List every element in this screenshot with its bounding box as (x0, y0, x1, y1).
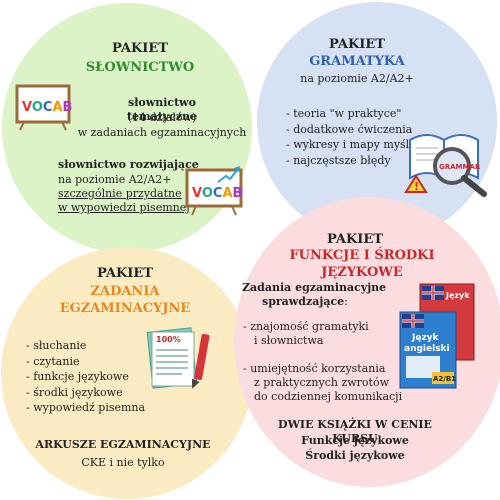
functions-item-1b: i słownictwa (254, 334, 324, 347)
exam-title-line-1: ZADANIA (90, 284, 160, 299)
grammar-magnifier-label: GRAMMAR (439, 163, 481, 171)
grammar-feature-item: - najczęstsze błędy (286, 153, 391, 167)
svg-text:Język: Język (445, 291, 470, 300)
grammar-pakiet-label: PAKIET (329, 37, 385, 52)
developing-vocab-note-2: w wypowiedzi pisemnej (58, 201, 190, 214)
exam-sheets-heading: ARKUSZE EGZAMINACYJNE (35, 438, 211, 451)
exam-skill-item: - czytanie (26, 354, 80, 368)
grammar-magnifier-book-icon: GRAMMAR ! (404, 134, 487, 197)
svg-text:VOCAB: VOCAB (22, 100, 72, 115)
vocab-growth-board-icon: VOCAB (185, 166, 243, 216)
exam-tasks-circle (1, 247, 253, 499)
exam-test-score: 100% (156, 335, 181, 344)
exam-title-line-2: EGZAMINACYJNE (59, 301, 191, 316)
functions-item-1a: - znajomość gramatyki (243, 320, 369, 333)
functions-intro-1: Zadania egzaminacyjne (242, 281, 387, 294)
developing-vocab-heading: słownictwo rozwijające (58, 158, 199, 171)
developing-vocab-note-1: szczególnie przydatne (58, 187, 182, 200)
exam-skill-item: - środki językowe (26, 385, 123, 399)
grammar-level: na poziomie A2/A2+ (300, 72, 414, 85)
books-offer-title-2: Środki językowe (305, 449, 405, 462)
vocabulary-pakiet-label: PAKIET (112, 41, 168, 56)
book-cover-level: A2/B1 (433, 375, 456, 383)
books-offer-heading: DWIE KSIĄŻKI W CENIE KURSU (278, 418, 432, 445)
exam-skills-list: - słuchanie - czytanie - funkcje językow… (26, 338, 145, 416)
svg-text:!: ! (414, 180, 419, 193)
grammar-feature-item: - wykresy i mapy myśli (286, 138, 413, 151)
grammar-feature-list: - teoria "w praktyce" - dodatkowe ćwicze… (286, 106, 413, 168)
functions-title: FUNKCJE I ŚRODKI JĘZYKOWE (289, 248, 435, 280)
exam-skill-item: - wypowiedź pisemna (26, 401, 146, 414)
exam-skill-item: - funkcje językowe (26, 370, 129, 383)
functions-intro-2: sprawdzające (262, 295, 345, 308)
grammar-feature-item: - teoria "w praktyce" (286, 107, 402, 120)
vocabulary-title: SŁOWNICTWO (85, 60, 195, 75)
books-offer-title-1: Funkcje językowe (301, 434, 409, 447)
thematic-vocab-heading: słownictwo tematyczne (126, 96, 198, 123)
exam-test-paper-icon: 100% (146, 327, 210, 389)
exam-sheets-sub: CKE i nie tylko (81, 456, 165, 469)
book-cover-title-1: Język (411, 333, 440, 343)
functions-intro-colon: : (344, 295, 348, 308)
vocab-board-icon: VOCAB (15, 84, 72, 131)
functions-item-2c: do codziennej komunikacji (254, 390, 403, 403)
thematic-vocab-count: (14 działów) (127, 111, 197, 124)
thematic-vocab-desc: w zadaniach egzaminacyjnych (77, 126, 247, 139)
svg-text:VOCAB: VOCAB (192, 186, 242, 201)
english-books-cover-icon: Język Język angielski A2/B1 (399, 283, 475, 389)
developing-vocab-level: na poziomie A2/A2+ (58, 173, 172, 186)
functions-pakiet-label: PAKIET (327, 232, 383, 247)
grammar-feature-item: - dodatkowe ćwiczenia (286, 122, 413, 136)
book-cover-title-2: angielski (404, 344, 450, 354)
functions-item-2a: - umiejętność korzystania (243, 362, 386, 375)
grammar-title: GRAMATYKA (309, 54, 405, 69)
exam-skill-item: - słuchanie (26, 339, 87, 352)
functions-item-2b: z praktycznych zwrotów (254, 376, 389, 389)
vocabulary-circle (2, 3, 252, 253)
exam-pakiet-label: PAKIET (97, 266, 153, 281)
